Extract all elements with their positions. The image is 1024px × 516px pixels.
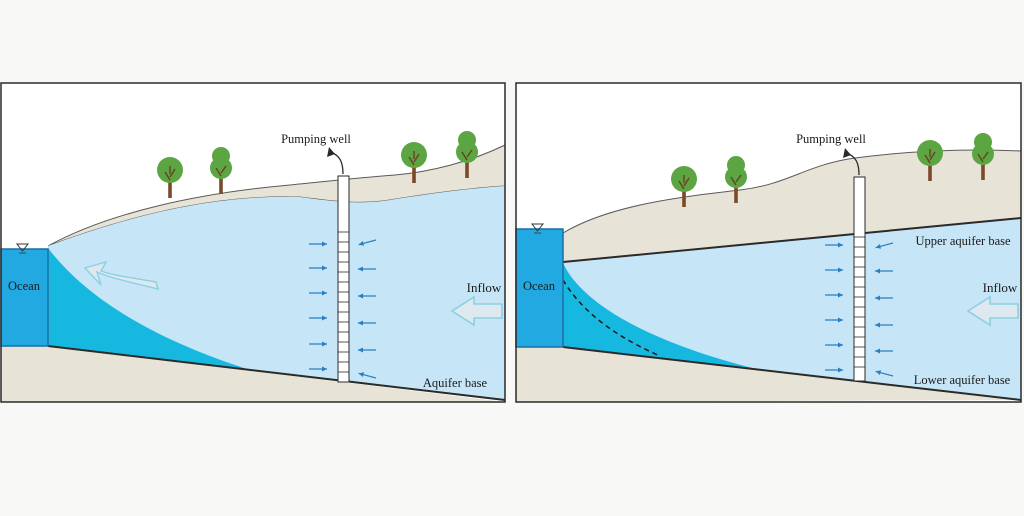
- water-level-icon: [15, 243, 30, 252]
- upper-aquifer-base-label: Upper aquifer base: [915, 234, 1011, 248]
- lower-aquifer-base-line: [562, 346, 1022, 401]
- inflow-label: Inflow: [467, 280, 502, 295]
- pumping-well-label: Pumping well: [796, 132, 866, 146]
- dashed-interface: [562, 279, 661, 357]
- inflow-label: Inflow: [983, 280, 1018, 295]
- inflow-arrow: [450, 295, 503, 327]
- aquifer-base-label: Aquifer base: [423, 376, 488, 390]
- bedrock: [516, 347, 1021, 402]
- pumping-well: [853, 176, 866, 382]
- ocean-block: [515, 228, 564, 348]
- water-level-icon: [530, 223, 545, 232]
- inflow-arrow: [966, 295, 1019, 327]
- pumping-well: [337, 175, 350, 383]
- ocean-label: Ocean: [8, 279, 41, 293]
- pumping-well-label: Pumping well: [281, 132, 351, 146]
- ocean-label: Ocean: [523, 279, 556, 293]
- bedrock: [1, 346, 505, 402]
- aquifer-base-line: [47, 345, 506, 401]
- saltwater-wedge: [48, 248, 250, 370]
- upper-aquifer-base-line: [562, 217, 1022, 263]
- panel-right: Ocean Inflow: [515, 82, 1022, 403]
- lower-aquifer-base-label: Lower aquifer base: [914, 373, 1011, 387]
- panel-left: Ocean Inflow: [0, 82, 506, 403]
- upper-confining-layer: [562, 149, 1022, 263]
- saltwater-wedge: [563, 263, 760, 370]
- ocean-block: [0, 248, 49, 347]
- recirculation-arrow: [83, 260, 160, 290]
